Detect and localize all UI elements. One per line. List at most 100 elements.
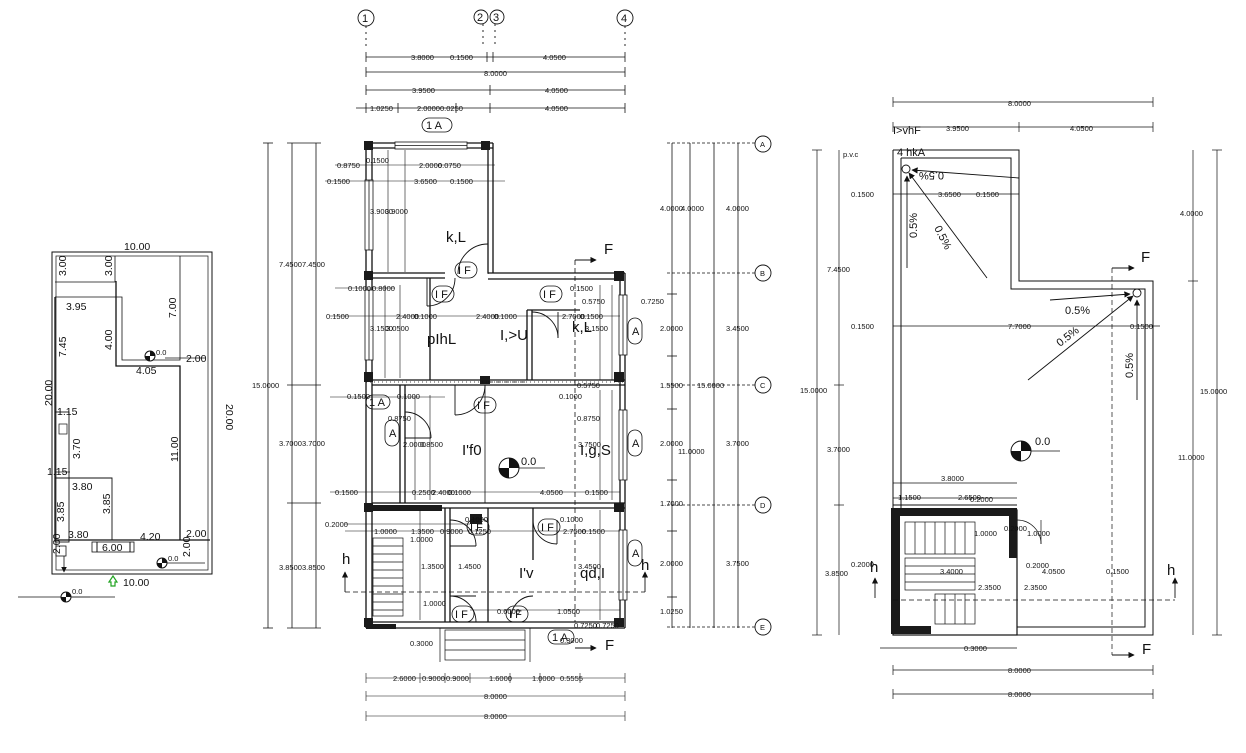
gf-level-icon	[498, 457, 545, 479]
grid-labels: 1 2 3 4 A B C D E	[362, 12, 766, 632]
svg-text:0.1500: 0.1500	[1130, 322, 1153, 331]
gf-windows	[364, 141, 628, 601]
svg-text:E: E	[760, 623, 765, 632]
svg-text:1.0500: 1.0500	[557, 607, 580, 616]
svg-text:0.9000: 0.9000	[446, 674, 469, 683]
svg-text:3.9000: 3.9000	[370, 207, 393, 216]
svg-text:3.9500: 3.9500	[412, 86, 435, 95]
site-left-dim: 20.00	[43, 380, 55, 406]
gf-stair	[372, 537, 531, 662]
svg-text:0.1500: 0.1500	[1106, 567, 1129, 576]
svg-text:F: F	[1142, 641, 1151, 658]
roof-labels: 8.0000 3.9500 4.0500 I>vhF 4 hkA p.v.c 0…	[800, 99, 1227, 699]
svg-text:3.8000: 3.8000	[941, 474, 964, 483]
site-bottom-dim: 10.00	[123, 577, 149, 589]
room-store: qd,I	[580, 565, 605, 582]
svg-text:3.7500: 3.7500	[578, 440, 601, 449]
room-bedroom-2: k,L	[572, 319, 592, 336]
gf-left-dim-labels: 15.0000 7.4500 7.4500 3.7000 3.7000 3.85…	[252, 260, 325, 572]
site-top-dim: 10.00	[124, 241, 150, 253]
svg-text:3.4000: 3.4000	[940, 567, 963, 576]
svg-text:1 A: 1 A	[552, 632, 569, 644]
svg-text:A: A	[632, 326, 640, 338]
svg-text:1.0000: 1.0000	[374, 527, 397, 536]
svg-text:0.0: 0.0	[72, 587, 82, 596]
svg-text:A: A	[389, 428, 397, 440]
svg-text:2.3500: 2.3500	[1024, 583, 1047, 592]
svg-text:8.0000: 8.0000	[484, 69, 507, 78]
gf-inner-dim-labels: 0.1500 2.0000 0.0750 0.8750 0.1500 3.650…	[325, 156, 619, 648]
svg-text:1.5500: 1.5500	[660, 381, 683, 390]
gf-inner-dimensions	[325, 150, 626, 721]
svg-text:15.0000: 15.0000	[697, 381, 724, 390]
svg-text:I F: I F	[543, 289, 556, 301]
svg-text:1.0000: 1.0000	[1027, 529, 1050, 538]
svg-text:3.1500: 3.1500	[370, 324, 393, 333]
svg-text:0.5750: 0.5750	[582, 297, 605, 306]
svg-text:2.0000: 2.0000	[419, 161, 442, 170]
svg-text:0.0: 0.0	[1035, 436, 1050, 448]
gf-left-dimensions	[263, 142, 321, 629]
svg-text:15.0000: 15.0000	[800, 386, 827, 395]
svg-text:8.0000: 8.0000	[1008, 666, 1031, 675]
svg-text:2.0000: 2.0000	[660, 439, 683, 448]
svg-text:1.0250: 1.0250	[660, 607, 683, 616]
svg-text:0.3000: 0.3000	[410, 639, 433, 648]
svg-text:3.80: 3.80	[72, 481, 93, 493]
svg-text:0.0: 0.0	[156, 348, 166, 357]
svg-text:1.7000: 1.7000	[660, 499, 683, 508]
svg-text:2: 2	[477, 12, 483, 24]
site-level-markers	[60, 350, 168, 603]
svg-text:0.5%: 0.5%	[908, 213, 920, 238]
gf-door-tag-labels: I F I F I F I F I F I F I F I F 1 A 1 A …	[369, 120, 640, 644]
site-plan	[18, 251, 213, 598]
svg-text:3.7000: 3.7000	[827, 445, 850, 454]
svg-text:4.0500: 4.0500	[545, 86, 568, 95]
svg-text:0.1000: 0.1000	[560, 515, 583, 524]
svg-text:F: F	[605, 637, 614, 654]
svg-text:0.1500: 0.1500	[366, 156, 389, 165]
roof-slopes	[901, 164, 1142, 400]
svg-text:3.8500: 3.8500	[279, 563, 302, 572]
svg-text:0.5750: 0.5750	[577, 381, 600, 390]
svg-text:4.0000: 4.0000	[660, 204, 683, 213]
svg-text:1.3500: 1.3500	[411, 527, 434, 536]
svg-text:0.5%: 0.5%	[1124, 353, 1136, 378]
gf-top-dim-labels: 3.8000 0.1500 4.0500 8.0000 3.9500 4.050…	[370, 53, 568, 113]
svg-text:0.2500: 0.2500	[412, 488, 435, 497]
svg-text:4.05: 4.05	[136, 365, 157, 377]
svg-text:0.1000: 0.1000	[465, 515, 488, 524]
svg-text:8.0000: 8.0000	[1008, 99, 1031, 108]
svg-text:0.3000: 0.3000	[964, 644, 987, 653]
svg-text:0.8750: 0.8750	[577, 414, 600, 423]
svg-text:4.0000: 4.0000	[726, 204, 749, 213]
svg-text:0.1500: 0.1500	[327, 177, 350, 186]
svg-text:0.1250: 0.1250	[468, 527, 491, 536]
svg-text:4.00: 4.00	[103, 329, 115, 350]
svg-text:7.4500: 7.4500	[279, 260, 302, 269]
svg-text:3.00: 3.00	[57, 255, 69, 276]
svg-text:0.8000: 0.8000	[372, 284, 395, 293]
svg-text:0.1500: 0.1500	[335, 488, 358, 497]
svg-text:11.00: 11.00	[169, 436, 181, 462]
svg-text:1 A: 1 A	[369, 397, 386, 409]
svg-text:2.3500: 2.3500	[978, 583, 1001, 592]
svg-text:h: h	[870, 559, 878, 576]
svg-text:I F: I F	[458, 265, 471, 277]
gf-door-tags	[365, 117, 643, 645]
svg-text:2.00: 2.00	[181, 536, 193, 557]
svg-text:3.7000: 3.7000	[279, 439, 302, 448]
svg-text:0.1500: 0.1500	[585, 488, 608, 497]
svg-text:15.0000: 15.0000	[252, 381, 279, 390]
site-right-dim: 20.00	[223, 404, 235, 430]
svg-text:3.8500: 3.8500	[302, 563, 325, 572]
svg-text:0.1500: 0.1500	[851, 322, 874, 331]
svg-text:8.0000: 8.0000	[484, 692, 507, 701]
svg-text:1.4500: 1.4500	[458, 562, 481, 571]
gf-section-labels: F F h h 0.0	[342, 241, 649, 654]
svg-text:4.0000: 4.0000	[1180, 209, 1203, 218]
svg-text:7.00: 7.00	[167, 297, 179, 318]
room-toilet: I'v	[519, 565, 534, 582]
svg-text:1.0000: 1.0000	[423, 599, 446, 608]
